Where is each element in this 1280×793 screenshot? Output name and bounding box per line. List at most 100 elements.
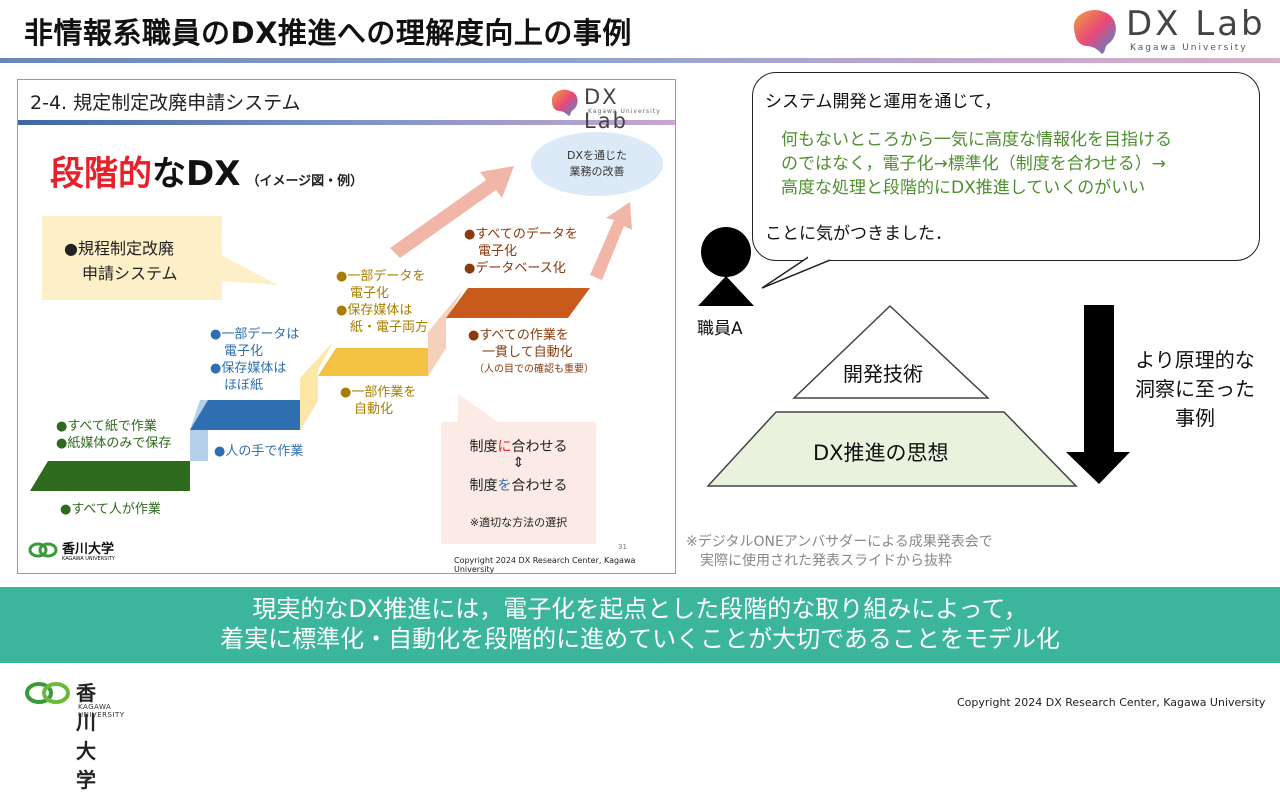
step-2-label-4: ほぼ紙 <box>224 378 264 393</box>
step-3-riser <box>300 342 333 430</box>
bubble-tail <box>761 255 830 289</box>
step-3-bottom-1: ●一部作業を <box>340 385 417 400</box>
step-1-top-labels: ●すべて紙で作業 ●紙媒体のみで保存 <box>56 418 171 452</box>
policy-line-2: 制度を合わせる <box>441 475 596 495</box>
bubble-line-1: システム開発と運用を通じて， <box>765 92 1002 112</box>
source-note-2: 実際に使用された発表スライドから抜粋 <box>700 553 952 569</box>
policy-note: ※適切な方法の選択 <box>469 516 568 529</box>
dx-lab-logo: DX Lab Kagawa University <box>1068 4 1268 58</box>
step-1-bottom-label: ●すべて人が作業 <box>60 502 161 517</box>
bubble-insight: 何もないところから一気に高度な情報化を目指ける のではなく，電子化→標準化（制度… <box>781 128 1172 200</box>
bubble-insight-3: 高度な処理と段階的にDX推進していくのがいい <box>781 178 1146 198</box>
progress-arrow-2 <box>590 202 632 280</box>
step-1-block <box>30 461 190 491</box>
pyramid-diagram <box>706 304 1130 487</box>
kagawa-logo-icon <box>25 682 70 704</box>
person-and-tail <box>698 227 830 306</box>
person-head-icon <box>701 227 751 277</box>
insight-note-3: 事例 <box>1175 406 1215 430</box>
bubble-tail-cover <box>808 250 830 258</box>
inner-dx-lab-logo: DX Lab Kagawa University <box>546 85 671 133</box>
insight-note: より原理的な 洞察に至った 事例 <box>1120 346 1270 433</box>
person-body-icon <box>698 276 754 306</box>
step-2-label-2: 電子化 <box>224 344 264 359</box>
step-1-label-2: ●紙媒体のみで保存 <box>56 436 172 451</box>
inner-logo-icon <box>551 89 578 116</box>
policy-line-1b: に <box>497 439 512 455</box>
step-3-bottom-2: 自動化 <box>354 402 394 417</box>
policy-line-1a: 制度 <box>469 439 498 455</box>
source-note: ※デジタルONEアンバサダーによる成果発表会で 実際に使用された発表スライドから… <box>686 533 993 571</box>
step-4-label-1: ●すべてのデータを <box>464 227 578 242</box>
pyramid-top <box>792 304 990 399</box>
step-4-bottom-1: ●すべての作業を <box>468 328 569 343</box>
dx-lab-logo-icon <box>1073 9 1116 54</box>
step-3-top-labels: ●一部データを 電子化 ●保存媒体は 紙・電子両方 <box>336 268 428 336</box>
goal-line-2: 業務の改善 <box>569 165 625 178</box>
slide-title: 非情報系職員のDX推進への理解度向上の事例 <box>24 16 632 50</box>
step-3-block <box>318 348 446 376</box>
banner-line-2: 着実に標準化・自動化を段階的に進めていくことが大切であることをモデル化 <box>220 625 1060 653</box>
step-2-bottom-label: ●人の手で作業 <box>214 444 304 459</box>
system-callout: ●規程制定改廃 申請システム <box>42 216 222 300</box>
progress-arrow-1 <box>390 166 514 258</box>
step-3-bottom-labels: ●一部作業を 自動化 <box>340 384 416 418</box>
logo-text: DX Lab <box>1126 4 1266 44</box>
step-4-bottom-labels: ●すべての作業を 一貫して自動化 （人の目での確認も重要） <box>468 327 594 378</box>
bubble-line-3: ことに気がつきました． <box>765 224 952 244</box>
person-label: 職員A <box>697 319 743 339</box>
down-arrow-icon <box>1066 305 1130 484</box>
policy-line-1: 制度に合わせる <box>441 436 596 456</box>
step-3-label-2: 電子化 <box>350 286 390 301</box>
callout-line-2: 申請システム <box>82 264 178 283</box>
callout-line-1: ●規程制定改廃 <box>64 239 174 258</box>
bubble-insight-2: のではなく，電子化→標準化（制度を合わせる）→ <box>781 154 1166 174</box>
policy-line-2a: 制度 <box>469 478 498 494</box>
step-2-label-3: ●保存媒体は <box>210 361 287 376</box>
kagawa-sub: KAGAWA UNIVERSITY <box>78 703 125 719</box>
dx-heading-sub: （イメージ図・例） <box>246 174 364 189</box>
step-4-riser <box>428 290 463 376</box>
inner-title-rule <box>18 120 675 125</box>
title-rule <box>0 58 1280 63</box>
inner-kagawa-sub: KAGAWA UNIVERSITY <box>62 556 115 562</box>
banner-text: 現実的なDX推進には，電子化を起点とした段階的な取り組みによって， 着実に標準化… <box>0 594 1280 654</box>
dx-heading: 段階的なDX（イメージ図・例） <box>50 146 363 195</box>
summary-banner: 現実的なDX推進には，電子化を起点とした段階的な取り組みによって， 着実に標準化… <box>0 587 1280 663</box>
step-4-bottom-3: （人の目での確認も重要） <box>474 364 594 375</box>
inner-copyright: Copyright 2024 DX Research Center, Kagaw… <box>454 556 636 574</box>
inner-logo-text: DX Lab <box>584 85 628 133</box>
inner-kagawa-icon <box>28 542 58 558</box>
pyramid-bottom-label: DX推進の思想 <box>813 441 949 465</box>
insight-note-2: 洞察に至った <box>1135 377 1255 401</box>
goal-ellipse: DXを通じた 業務の改善 <box>531 132 663 196</box>
dx-heading-black: なDX <box>152 154 241 194</box>
inner-slide: 2-4. 規定制定改廃申請システム DX Lab Kagawa Universi… <box>17 79 676 574</box>
inner-page-number: 31 <box>618 543 627 551</box>
step-4-block <box>446 288 590 318</box>
inner-logo-subtitle: Kagawa University <box>588 108 661 115</box>
step-4-label-2: 電子化 <box>478 244 518 259</box>
footer-copyright: Copyright 2024 DX Research Center, Kagaw… <box>957 696 1266 709</box>
staircase-diagram <box>30 166 632 491</box>
pyramid-top-label: 開発技術 <box>843 362 923 386</box>
policy-line-2b: を <box>497 478 512 494</box>
goal-text: DXを通じた 業務の改善 <box>531 148 663 180</box>
callout-pointer <box>208 248 278 285</box>
step-2-label-1: ●一部データは <box>210 327 300 342</box>
step-4-bottom-2: 一貫して自動化 <box>482 345 573 360</box>
policy-line-2c: 合わせる <box>511 478 568 494</box>
step-1-label-1: ●すべて紙で作業 <box>56 419 157 434</box>
step-3-label-3: ●保存媒体は <box>336 303 413 318</box>
callout-text: ●規程制定改廃 申請システム <box>64 236 178 286</box>
step-3-label-1: ●一部データを <box>336 269 426 284</box>
step-4-label-3: ●データベース化 <box>464 261 566 276</box>
source-note-1: ※デジタルONEアンバサダーによる成果発表会で <box>686 534 993 550</box>
banner-line-1: 現実的なDX推進には，電子化を起点とした段階的な取り組みによって， <box>252 595 1028 623</box>
pyramid-bottom <box>706 411 1078 487</box>
step-2-top-labels: ●一部データは 電子化 ●保存媒体は ほぼ紙 <box>210 326 299 394</box>
step-3-label-4: 紙・電子両方 <box>350 320 429 335</box>
inner-slide-title: 2-4. 規定制定改廃申請システム <box>30 92 301 114</box>
inner-kagawa-name: 香川大学 <box>62 542 115 557</box>
box-pointer <box>458 394 498 422</box>
